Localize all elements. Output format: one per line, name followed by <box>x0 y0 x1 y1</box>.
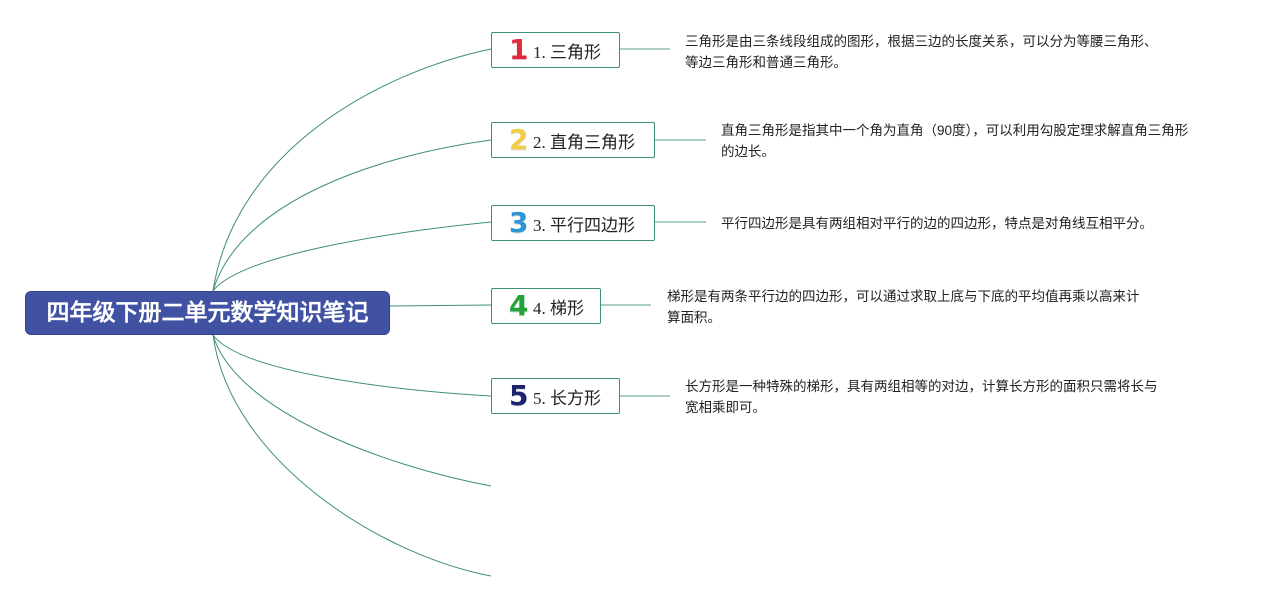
topic-node-triangle[interactable]: 1 1. 三角形 <box>491 32 620 68</box>
branch-line-1 <box>212 48 492 292</box>
note-line: 的边长。 <box>721 144 775 159</box>
branch-line-4 <box>389 304 492 307</box>
note-line: 等边三角形和普通三角形。 <box>685 55 847 70</box>
topic-note-right-triangle: 直角三角形是指其中一个角为直角（90度），可以利用勾股定理求解直角三角形 的边长… <box>721 120 1188 162</box>
central-topic[interactable]: 四年级下册二单元数学知识笔记 <box>25 291 390 335</box>
number-2-icon: 2 <box>509 123 529 156</box>
branch-line-5 <box>212 334 492 397</box>
topic-label: 3. 平行四边形 <box>533 215 635 235</box>
empty-branch-line <box>212 334 492 577</box>
number-1-icon: 1 <box>509 33 529 66</box>
note-line: 平行四边形是具有两组相对平行的边的四边形，特点是对角线互相平分。 <box>721 216 1153 231</box>
topic-node-parallelogram[interactable]: 3 3. 平行四边形 <box>491 205 655 241</box>
empty-branch-line <box>212 334 492 487</box>
topic-label: 5. 长方形 <box>533 388 601 408</box>
topic-note-trapezoid: 梯形是有两条平行边的四边形，可以通过求取上底与下底的平均值再乘以高来计 算面积。 <box>667 286 1140 328</box>
number-4-icon: 4 <box>509 289 529 322</box>
topic-node-trapezoid[interactable]: 4 4. 梯形 <box>491 288 601 324</box>
note-line: 长方形是一种特殊的梯形，具有两组相等的对边，计算长方形的面积只需将长与 <box>685 379 1158 394</box>
topic-label: 1. 三角形 <box>533 42 601 62</box>
branch-line-2 <box>212 139 492 292</box>
topic-note-triangle: 三角形是由三条线段组成的图形，根据三边的长度关系，可以分为等腰三角形、 等边三角… <box>685 31 1158 73</box>
branch-line-3 <box>212 221 492 292</box>
topic-label: 2. 直角三角形 <box>533 132 635 152</box>
topic-node-right-triangle[interactable]: 2 2. 直角三角形 <box>491 122 655 158</box>
note-line: 算面积。 <box>667 310 721 325</box>
topic-note-rectangle: 长方形是一种特殊的梯形，具有两组相等的对边，计算长方形的面积只需将长与 宽相乘即… <box>685 376 1158 418</box>
note-line: 宽相乘即可。 <box>685 400 766 415</box>
number-5-icon: 5 <box>509 379 529 412</box>
topic-label: 4. 梯形 <box>533 298 584 318</box>
number-3-icon: 3 <box>509 206 529 239</box>
note-line: 直角三角形是指其中一个角为直角（90度），可以利用勾股定理求解直角三角形 <box>721 123 1189 138</box>
note-line: 梯形是有两条平行边的四边形，可以通过求取上底与下底的平均值再乘以高来计 <box>667 289 1140 304</box>
topic-node-rectangle[interactable]: 5 5. 长方形 <box>491 378 620 414</box>
note-line: 三角形是由三条线段组成的图形，根据三边的长度关系，可以分为等腰三角形、 <box>685 34 1158 49</box>
topic-note-parallelogram: 平行四边形是具有两组相对平行的边的四边形，特点是对角线互相平分。 <box>721 213 1153 234</box>
